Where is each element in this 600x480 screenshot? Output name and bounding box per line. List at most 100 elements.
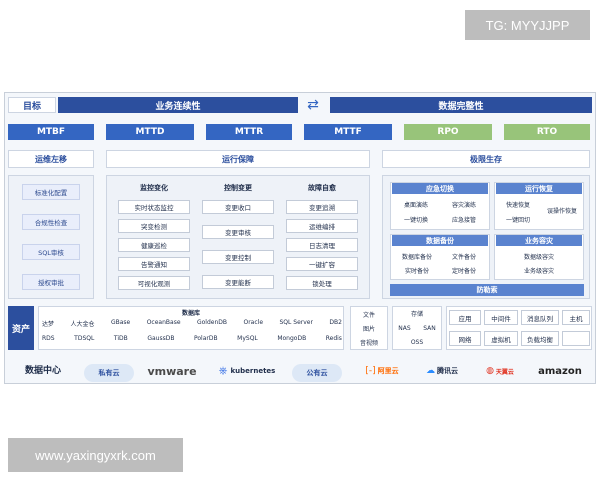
runtime-item: 变更审核 (202, 225, 274, 239)
private-cloud-badge: 私有云 (84, 364, 134, 382)
runtime-item: 变更控制 (202, 250, 274, 264)
survival-item: 应急接管 (451, 216, 476, 224)
storage-title: 存储 (410, 310, 423, 318)
metric-rpo: RPO (404, 124, 492, 140)
infra-item: 负载均衡 (521, 331, 559, 346)
metric-mttr: MTTR (206, 124, 292, 140)
metric-mttf: MTTF (304, 124, 392, 140)
section-title-ops-shift: 运维左移 (8, 150, 94, 168)
ops-item: 合规性检查 (22, 214, 80, 230)
watermark-top: TG: MYYJJPP (465, 10, 590, 40)
storage-item: NAS (398, 324, 411, 332)
db-item: 达梦 (42, 321, 55, 328)
storage-box (392, 306, 442, 350)
survival-item: 数据库备份 (401, 253, 432, 261)
db-item: TiDB (113, 335, 128, 342)
emergency-switch-title: 应急切换 (392, 183, 488, 194)
infra-item (562, 331, 590, 346)
ops-item: 授权审批 (22, 274, 80, 290)
tianyi-cloud-logo: ◍ 天翼云 (474, 362, 526, 380)
db-item: GoldenDB (196, 319, 228, 326)
infra-item: 虚拟机 (484, 331, 518, 346)
metric-mtbf: MTBF (8, 124, 94, 140)
survival-item: 业务级容灾 (523, 267, 554, 275)
datacenter-label: 数据中心 (24, 365, 61, 376)
files-item: 文件 (362, 311, 375, 319)
survival-item: 容灾演练 (451, 201, 476, 209)
runtime-item: 实时状态监控 (118, 200, 190, 214)
runtime-col-title: 故障自愈 (308, 184, 336, 192)
runtime-item: 可视化观测 (118, 276, 190, 290)
runtime-item: 日志清理 (286, 238, 358, 252)
db-item: GBase (110, 319, 131, 326)
db-item: Redis (325, 335, 342, 342)
infra-item: 应用 (449, 310, 481, 325)
biz-dr-title: 业务容灾 (496, 235, 582, 246)
db-item: OceanBase (146, 319, 181, 326)
infra-item: 中间件 (484, 310, 518, 325)
db-item: TDSQL (74, 335, 95, 342)
infra-item: 消息队列 (521, 310, 559, 325)
files-item: 音视频 (359, 339, 378, 347)
runtime-item: 锁处理 (286, 276, 358, 290)
run-recovery-title: 运行恢复 (496, 183, 582, 194)
db-item: Oracle (243, 319, 264, 326)
kubernetes-icon: ⎈ (218, 364, 228, 377)
infra-item: 主机 (562, 310, 590, 325)
survival-item: 快速恢复 (505, 201, 530, 209)
survival-item: 误操作恢复 (546, 208, 577, 216)
survival-item: 实时备份 (404, 267, 429, 275)
files-box (350, 306, 388, 350)
aliyun-logo: [-] 阿里云 (354, 362, 410, 380)
ops-item: 标准化配置 (22, 184, 80, 200)
tencent-cloud-logo: ☁ 腾讯云 (414, 362, 470, 380)
vmware-logo: vmware (147, 364, 197, 378)
runtime-item: 运维编排 (286, 219, 358, 233)
runtime-col-title: 控制变更 (224, 184, 252, 192)
survival-item: 一键切换 (403, 216, 428, 224)
runtime-item: 突变检测 (118, 219, 190, 233)
tencent-cloud-icon: ☁ (426, 366, 435, 376)
assets-label: 资产 (8, 306, 34, 350)
exchange-arrows-icon: ⇄ (307, 97, 319, 113)
db-item: 人大金仓 (70, 321, 95, 328)
runtime-item: 变更收口 (202, 200, 274, 214)
runtime-item: 健康巡检 (118, 238, 190, 252)
db-item: RDS (42, 335, 55, 342)
aliyun-label: 阿里云 (377, 367, 399, 375)
db-item: MySQL (237, 335, 258, 342)
metric-rto: RTO (504, 124, 590, 140)
database-row-2: RDS TDSQL TiDB GaussDB PolarDB MySQL Mon… (42, 335, 342, 347)
aliyun-icon: [-] (365, 366, 376, 376)
runtime-item: 变更能断 (202, 275, 274, 289)
survival-item: 数据级容灾 (523, 253, 554, 261)
database-row-1: 达梦 人大金仓 GBase OceanBase GoldenDB Oracle … (42, 319, 342, 331)
watermark-bottom: www.yaxingyxrk.com (8, 438, 183, 472)
database-box (38, 306, 344, 350)
survival-item: 一键回切 (505, 216, 530, 224)
tianyi-cloud-label: 天翼云 (495, 368, 514, 376)
section-title-runtime: 运行保障 (106, 150, 370, 168)
tencent-cloud-label: 腾讯云 (437, 367, 458, 375)
goal-business-continuity: 业务连续性 (58, 97, 298, 113)
kubernetes-label: kubernetes (230, 367, 276, 375)
metric-mttd: MTTD (106, 124, 194, 140)
db-item: GaussDB (147, 335, 175, 342)
runtime-item: 变更追溯 (286, 200, 358, 214)
tianyi-cloud-icon: ◍ (486, 366, 494, 376)
db-item: DB2 (329, 319, 342, 326)
amazon-logo: amazon (538, 365, 582, 377)
section-title-survival: 极限生存 (382, 150, 590, 168)
runtime-col-title: 监控变化 (140, 184, 168, 192)
db-item: SQL Server (279, 319, 313, 326)
storage-item: OSS (410, 338, 424, 346)
ops-item: SQL审核 (22, 244, 80, 260)
public-cloud-badge: 公有云 (292, 364, 342, 382)
db-item: PolarDB (193, 335, 218, 342)
survival-item: 文件备份 (451, 253, 476, 261)
infra-item: 网络 (449, 331, 481, 346)
kubernetes-logo: ⎈ kubernetes (212, 362, 282, 380)
storage-item: SAN (423, 324, 436, 332)
db-item: MongoDB (277, 335, 307, 342)
data-backup-title: 数据备份 (392, 235, 488, 246)
